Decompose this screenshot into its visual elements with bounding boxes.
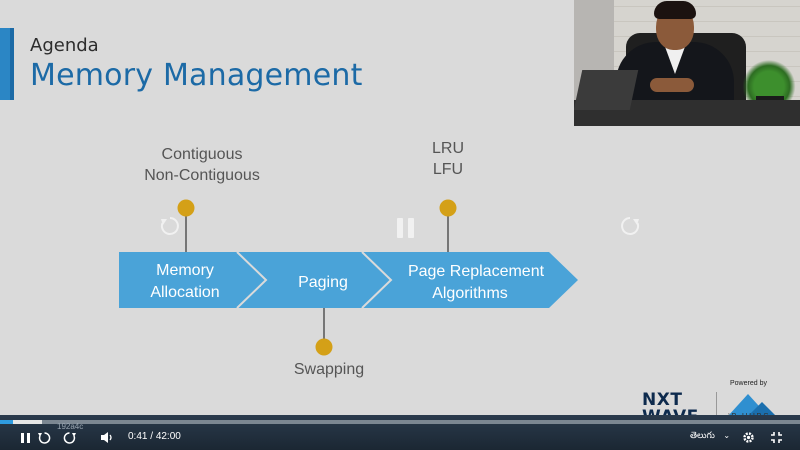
step-arrow-allocation (119, 252, 266, 308)
slide: Agenda Memory Management Memory Allocati… (0, 0, 800, 426)
section-label: Agenda (30, 35, 99, 56)
note-line: Swapping (294, 361, 364, 378)
accent-bar (0, 28, 14, 100)
language-selector[interactable]: తెలుగు ⌄ (690, 430, 730, 443)
node-replacement (439, 199, 457, 217)
pause-icon[interactable] (20, 432, 32, 444)
note-line: LFU (433, 161, 463, 178)
overlay-forward-icon[interactable] (619, 215, 641, 237)
step-arrow-paging (237, 252, 391, 308)
note-line: Non-Contiguous (144, 167, 260, 184)
overlay-rewind-icon[interactable] (159, 215, 181, 237)
powered-by-label: Powered by (730, 380, 767, 387)
volume-icon[interactable] (100, 431, 114, 444)
duration: 42:00 (155, 431, 181, 442)
node-paging (315, 338, 333, 356)
current-time: 0:41 (128, 431, 148, 442)
chevron-divider (236, 251, 268, 309)
node-allocation (177, 199, 195, 217)
ibhubs-mountain-icon (728, 394, 776, 416)
agenda-diagram: Memory Allocation Paging Page Replacemen… (119, 140, 578, 378)
time-separator: / (150, 431, 154, 442)
nxtwave-logo-line: NXT (642, 390, 683, 410)
gear-icon[interactable] (742, 431, 755, 444)
step-label-line: Memory (156, 262, 214, 279)
step-label-line: Allocation (150, 284, 219, 301)
time-readout: 0:41 / 42:00 (128, 431, 181, 442)
progress-track[interactable] (0, 420, 800, 424)
logo-divider (716, 392, 717, 420)
language-label: తెలుగు (690, 430, 715, 440)
chevron-divider (361, 251, 393, 309)
rewind-10-icon[interactable] (38, 431, 51, 444)
exit-fullscreen-icon[interactable] (770, 431, 783, 444)
slide-title: Memory Management (30, 58, 363, 93)
step-label-line: Page Replacement (408, 263, 545, 280)
step-arrow-replacement (362, 252, 578, 308)
note-line: LRU (432, 140, 464, 157)
overlay-pause-icon[interactable] (397, 218, 415, 238)
chevron-down-icon: ⌄ (723, 431, 731, 440)
progress-buffer (0, 420, 42, 424)
note-line: Contiguous (162, 146, 243, 163)
step-label-line: Algorithms (432, 285, 508, 302)
progress-fill (0, 420, 13, 424)
forward-10-icon[interactable] (63, 431, 76, 444)
video-id: 192a4c (57, 422, 84, 431)
step-label-line: Paging (298, 274, 348, 291)
presenter-webcam (574, 0, 800, 126)
